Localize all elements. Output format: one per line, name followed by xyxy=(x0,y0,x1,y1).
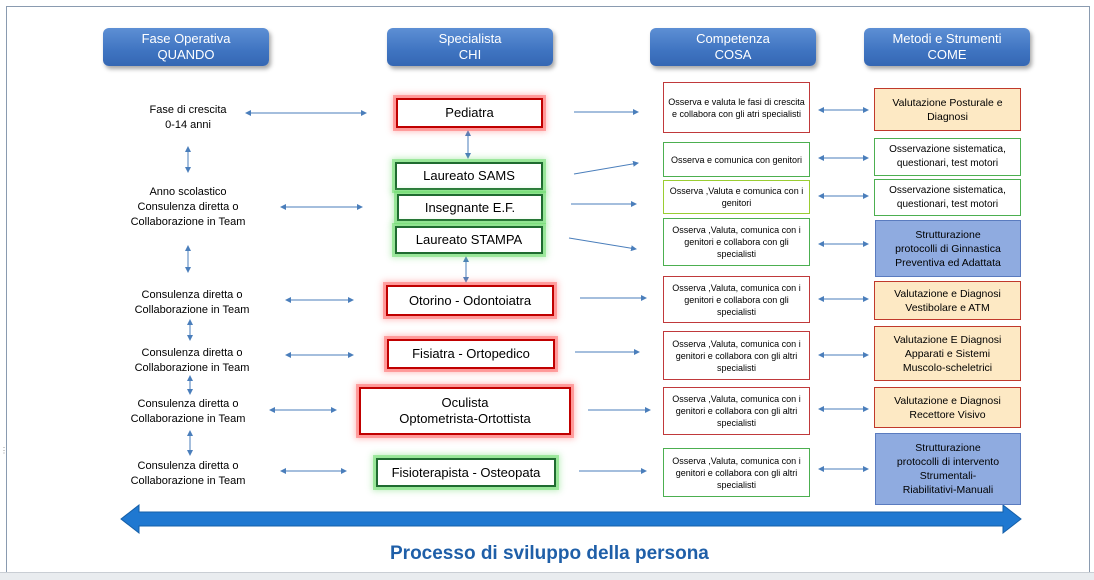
method-muscolo-scheletrici: Valutazione E Diagnosi Apparati e Sistem… xyxy=(874,326,1021,381)
competence-sams: Osserva e comunica con genitori xyxy=(663,142,810,177)
process-caption: Processo di sviluppo della persona xyxy=(390,543,709,564)
specialist-pediatra: Pediatra xyxy=(396,98,543,128)
header-subtitle: CHI xyxy=(458,47,482,62)
specialist-fisioterapista: Fisioterapista - Osteopata xyxy=(376,458,556,487)
phase-fisioterapista: Consulenza diretta o Collaborazione in T… xyxy=(130,460,246,487)
header-metodi: Metodi e Strumenti COME xyxy=(864,28,1030,66)
header-fase-operativa: Fase Operativa QUANDO xyxy=(103,28,269,66)
arrow-spec-comp-4 xyxy=(568,237,637,252)
specialist-laureato-stampa: Laureato STAMPA xyxy=(395,226,543,254)
arrow-spec-comp-2 xyxy=(573,160,639,175)
competence-otorino: Osserva ,Valuta, comunica con i genitori… xyxy=(663,276,810,323)
slide-edge-marker: ⋮ xyxy=(0,446,8,455)
specialist-laureato-sams: Laureato SAMS xyxy=(395,162,543,190)
process-arrow xyxy=(120,503,1022,535)
method-ginnastica: Strutturazione protocolli di Ginnastica … xyxy=(875,220,1021,277)
phase-crescita: Fase di crescita 0-14 anni xyxy=(149,104,227,131)
phase-otorino: Consulenza diretta o Collaborazione in T… xyxy=(134,289,250,316)
method-osservazione-2: Osservazione sistematica, questionari, t… xyxy=(874,179,1021,216)
phase-anno-scolastico: Anno scolastico Consulenza diretta o Col… xyxy=(130,186,246,228)
header-title: Competenza xyxy=(696,31,770,46)
header-competenza: Competenza COSA xyxy=(650,28,816,66)
competence-fisioterapista: Osserva ,Valuta, comunica con i genitori… xyxy=(663,448,810,497)
header-title: Fase Operativa xyxy=(141,31,231,46)
competence-oculista: Osserva ,Valuta, comunica con i genitori… xyxy=(663,387,810,435)
header-title: Specialista xyxy=(438,31,502,46)
competence-stampa: Osserva ,Valuta, comunica con i genitori… xyxy=(663,218,810,266)
competence-fisiatra: Osserva ,Valuta, comunica con i genitori… xyxy=(663,331,810,380)
header-subtitle: COME xyxy=(927,47,967,62)
specialist-oculista: Oculista Optometrista-Ortottista xyxy=(359,387,571,435)
header-subtitle: COSA xyxy=(714,47,752,62)
specialist-fisiatra-ortopedico: Fisiatra - Ortopedico xyxy=(387,339,555,369)
header-specialista: Specialista CHI xyxy=(387,28,553,66)
header-title: Metodi e Strumenti xyxy=(892,31,1002,46)
method-osservazione-1: Osservazione sistematica, questionari, t… xyxy=(874,138,1021,176)
method-posturale: Valutazione Posturale e Diagnosi xyxy=(874,88,1021,131)
method-recettore-visivo: Valutazione e Diagnosi Recettore Visivo xyxy=(874,387,1021,428)
specialist-insegnante-ef: Insegnante E.F. xyxy=(397,194,543,221)
method-vestibolare: Valutazione e Diagnosi Vestibolare e ATM xyxy=(874,281,1021,320)
competence-insegnante: Osserva ,Valuta e comunica con i genitor… xyxy=(663,180,810,214)
window-bottom-strip xyxy=(0,572,1094,580)
competence-pediatra: Osserva e valuta le fasi di crescita e c… xyxy=(663,82,810,133)
phase-fisiatra: Consulenza diretta o Collaborazione in T… xyxy=(134,347,250,374)
header-subtitle: QUANDO xyxy=(157,47,215,62)
phase-oculista: Consulenza diretta o Collaborazione in T… xyxy=(130,398,246,425)
method-riabilitativi: Strutturazione protocolli di intervento … xyxy=(875,433,1021,505)
specialist-otorino-odontoiatra: Otorino - Odontoiatra xyxy=(386,285,554,316)
